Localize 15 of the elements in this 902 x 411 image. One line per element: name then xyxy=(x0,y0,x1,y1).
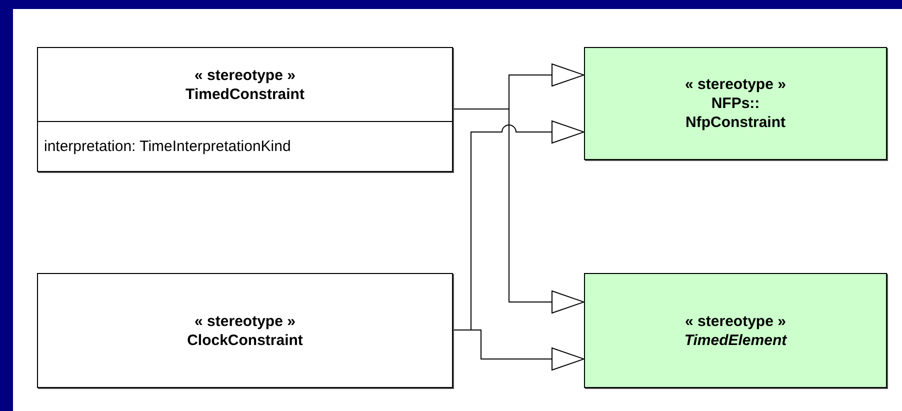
stereotype-box xyxy=(584,273,887,388)
class-box xyxy=(37,47,453,172)
class-box xyxy=(37,273,453,388)
class-name: NfpConstraint xyxy=(686,113,786,132)
attribute-text: interpretation: TimeInterpretationKind xyxy=(44,138,291,155)
class-name: TimedConstraint xyxy=(186,84,304,104)
stereotype-label: « stereotype » xyxy=(194,66,296,84)
stereotype-box xyxy=(584,47,887,160)
stereotype-label: « stereotype » xyxy=(685,75,786,94)
generalization-arrow xyxy=(452,330,584,370)
class-name: TimedElement xyxy=(684,330,787,350)
stereotype-label: « stereotype » xyxy=(685,312,786,330)
stereotype-label: « stereotype » xyxy=(194,312,296,330)
class-name: ClockConstraint xyxy=(187,330,303,350)
class-name: NFPs:: xyxy=(711,94,760,113)
